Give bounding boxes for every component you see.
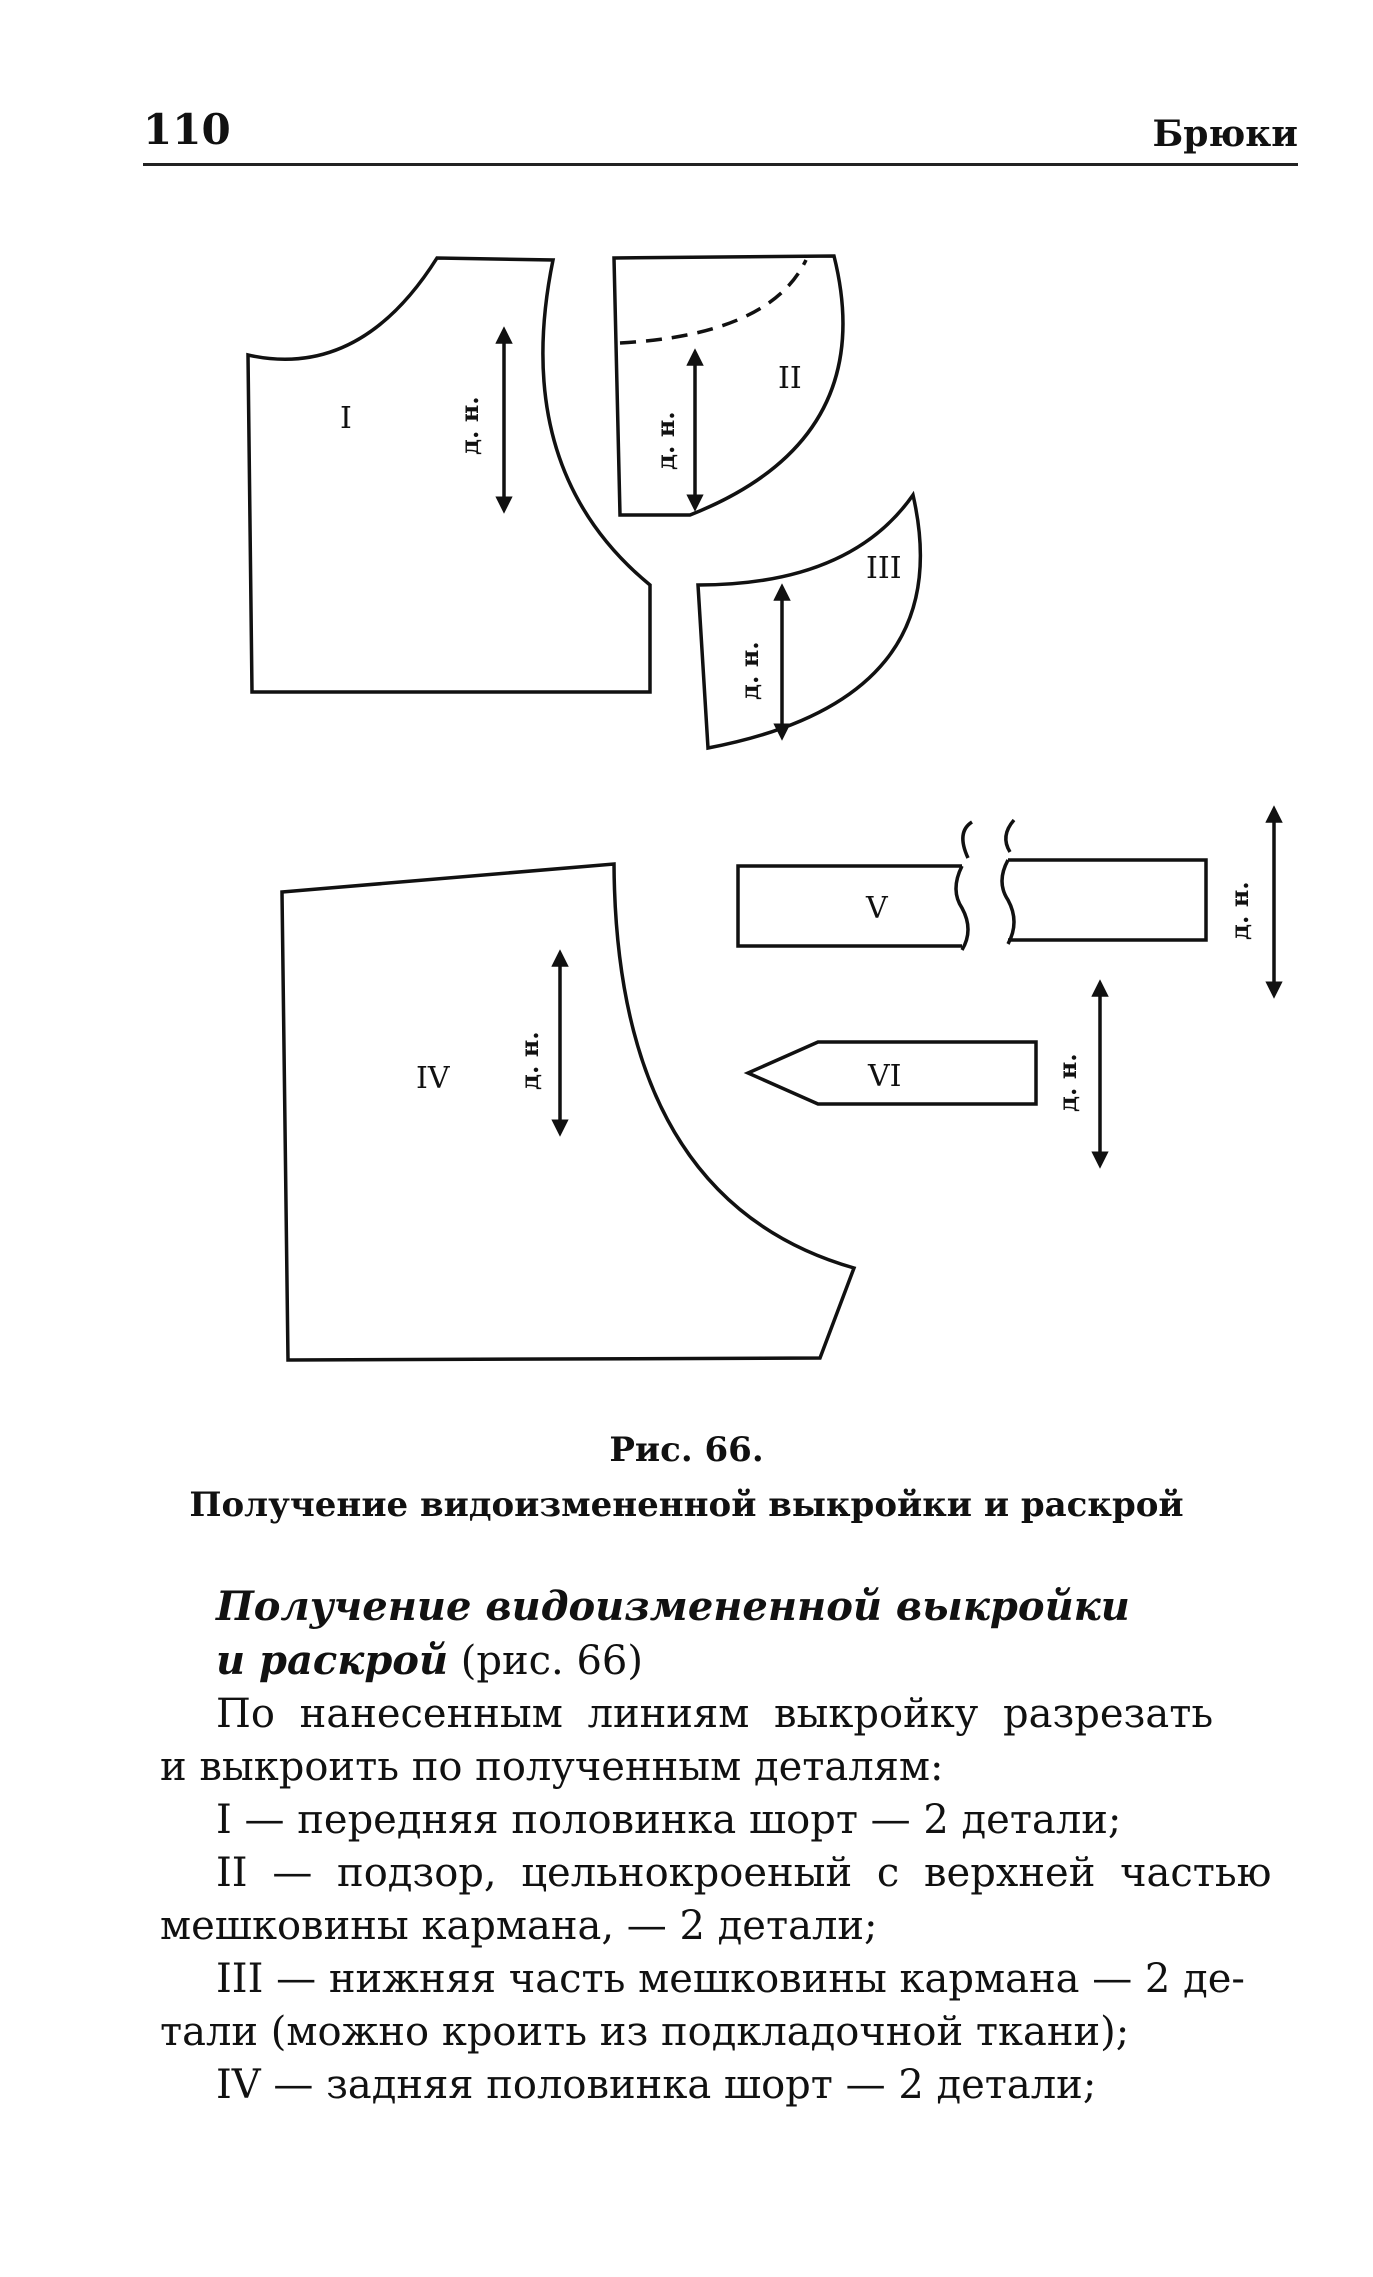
grain-label-ii: д. н. [651,411,680,470]
piece-v-break-mark-1 [961,820,974,859]
page-number: 110 [143,105,231,154]
piece-v-right-part [1008,858,1208,942]
piece-v-break-mark-2 [1004,818,1016,853]
piece-label-iii: III [866,551,902,586]
piece-ii-dashed-line [619,259,808,345]
section-heading-part-1: Получение видоизмененной выкройки [216,1583,1130,1630]
grain-label-v: д. н. [1225,881,1254,940]
piece-v-break-right [1000,859,1016,945]
piece-label-v: V [865,891,889,926]
list-item-1: I — передняя половинка шорт — 2 детали; [216,1797,1122,1843]
section-heading-line-2: и раскрой (рис. 66) [216,1634,1308,1688]
piece-label-vi: VI [867,1059,902,1094]
piece-iv-outline [280,862,857,1362]
list-item-3-line-1: III — нижняя часть мешковины кармана — 2… [216,1956,1245,2002]
figure-reference: (рис. 66) [448,1638,643,1684]
pattern-figure: I II III IV V VI д. н. д. н. д. н. д. н.… [246,254,1283,1362]
header-rule [143,163,1298,166]
piece-ii-outline [612,254,845,517]
page-header: 110 Брюки [143,105,1298,166]
piece-label-iv: IV [416,1061,451,1096]
list-item-2-line-1: II — подзор, цельнокроеный с верхней час… [216,1850,1272,1896]
section-heading-part-2: и раскрой [216,1637,449,1684]
grain-label-i: д. н. [455,396,484,455]
body-text: Получение видоизмененной выкройки и раск… [160,1580,1308,2112]
piece-i-outline [246,256,652,694]
piece-v-break-left [954,865,970,951]
piece-v-left-part [736,864,962,948]
figure-caption-title: Рис. 66. [609,1430,764,1470]
list-item-4: IV — задняя половинка шорт — 2 детали; [216,2062,1097,2108]
section-heading-line-1: Получение видоизмененной выкройки [216,1580,1308,1634]
intro-line-1: По нанесенным линиям выкройку разрезать [216,1691,1214,1737]
grain-label-vi: д. н. [1053,1053,1082,1112]
running-head: Брюки [1152,113,1298,155]
list-item-3-line-2: тали (можно кроить из подкладочной ткани… [160,2009,1130,2055]
intro-line-2: и выкроить по полученным деталям: [160,1744,944,1790]
piece-iii-outline [696,490,923,751]
piece-vi-outline [743,1040,1038,1106]
figure-caption-text: Получение видоизмененной выкройки и раск… [189,1485,1184,1525]
grain-label-iv: д. н. [515,1031,544,1090]
piece-label-i: I [340,401,352,436]
list-item-2-line-2: мешковины кармана, — 2 детали; [160,1903,878,1949]
grain-label-iii: д. н. [735,641,764,700]
piece-label-ii: II [778,361,802,396]
